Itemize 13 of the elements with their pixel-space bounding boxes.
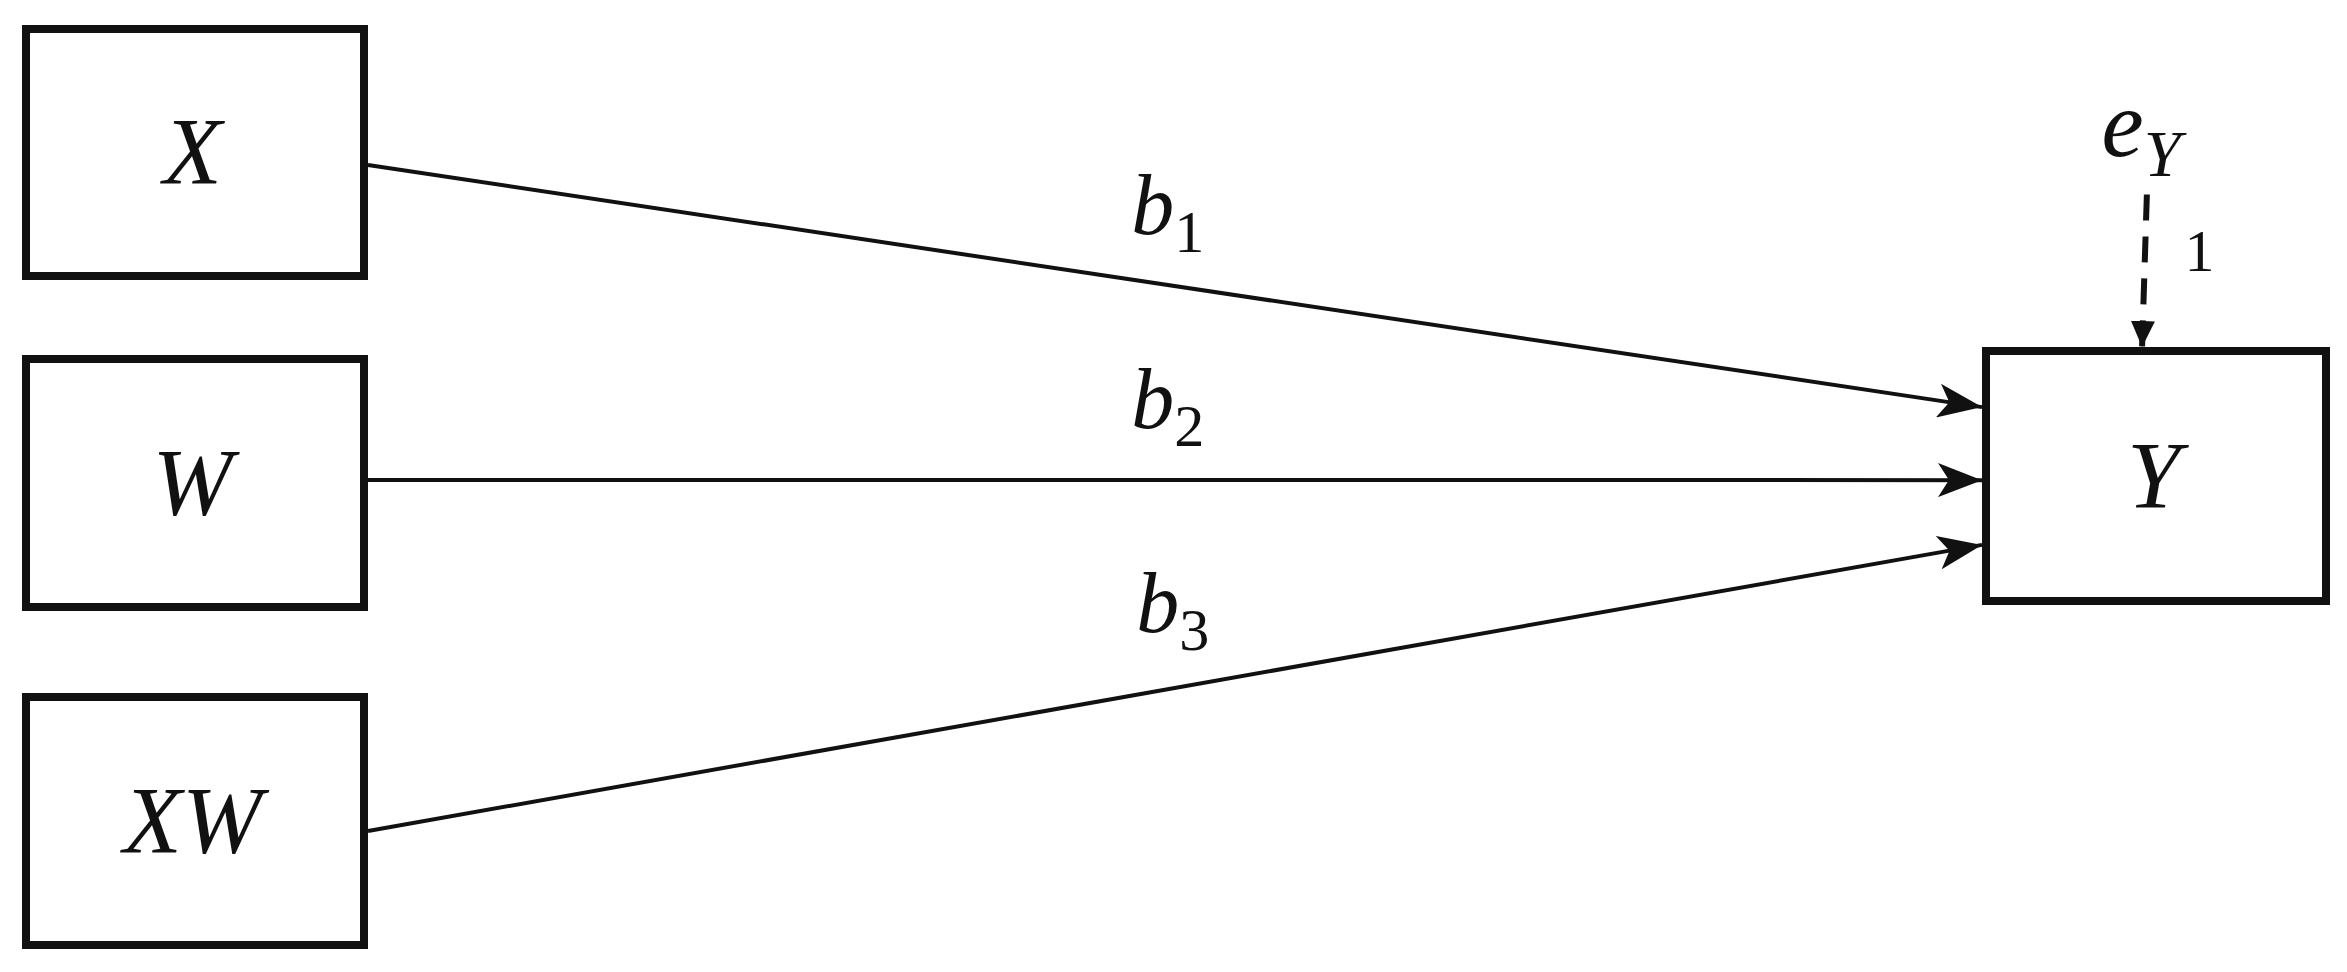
error-term-label: e$_{Y}$ [2094, 72, 2200, 195]
arrow [368, 463, 1982, 498]
variable-box [22, 355, 368, 611]
variable-name: X [153, 97, 237, 208]
arrow [367, 163, 1983, 418]
variable-box [1982, 347, 2330, 605]
variable-name: Y [2117, 420, 2195, 532]
arrow [367, 535, 1983, 833]
variable-box [22, 25, 368, 280]
dashed-arrow [2130, 194, 2155, 348]
variable-box [22, 693, 368, 949]
variable-name: XW [113, 765, 277, 877]
variable-name: W [143, 427, 247, 539]
